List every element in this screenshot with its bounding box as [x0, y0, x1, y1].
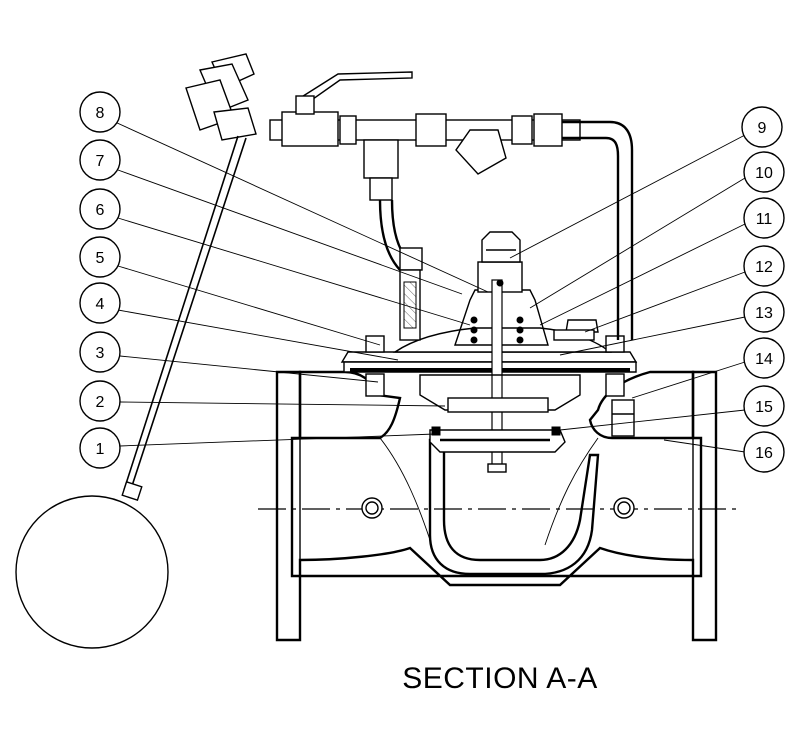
callout-1-label: 1 — [96, 441, 105, 458]
callout-6-label: 6 — [96, 202, 105, 219]
lower-chamber — [419, 374, 581, 411]
callout-11-label: 11 — [756, 211, 773, 228]
callout-4: 4 — [79, 282, 399, 361]
callout-12-label: 12 — [755, 259, 773, 276]
callout-16: 16 — [663, 431, 785, 473]
callout-5: 5 — [79, 236, 381, 346]
callout-8-label: 8 — [96, 105, 105, 122]
body-partition — [428, 438, 600, 576]
pilot-tubing-right — [562, 120, 634, 340]
callout-2-label: 2 — [96, 394, 105, 411]
body-upper-left-wall — [298, 370, 402, 440]
pilot-tubing-left — [378, 199, 401, 271]
callout-9: 9 — [509, 106, 783, 259]
upper-cover — [454, 289, 549, 346]
callout-11: 11 — [539, 197, 785, 326]
float-rod — [129, 137, 247, 493]
cover-plate — [340, 351, 638, 363]
callout-13: 13 — [559, 291, 785, 356]
callout-5-label: 5 — [96, 250, 105, 267]
left-bolt — [365, 373, 385, 397]
callout-7-label: 7 — [96, 153, 105, 170]
callout-15-label: 15 — [755, 399, 773, 416]
ball-valve-handle — [298, 71, 413, 105]
callout-12: 12 — [584, 245, 785, 333]
callout-3-label: 3 — [96, 345, 105, 362]
spring — [470, 279, 524, 344]
right-fitting — [611, 399, 635, 437]
callout-9-label: 9 — [758, 120, 767, 137]
left-plug-icon — [361, 497, 383, 519]
callout-8: 8 — [79, 91, 489, 293]
body-lower-wall — [298, 546, 695, 587]
float-ball-icon — [15, 495, 169, 649]
strainer — [455, 129, 507, 175]
callout-4-label: 4 — [96, 296, 105, 313]
callouts-left: 8 7 6 5 4 — [79, 91, 489, 469]
right-bolt — [605, 373, 625, 397]
callout-13-label: 13 — [755, 305, 773, 322]
section-title: SECTION A-A — [402, 662, 598, 695]
body-upper-right-wall — [588, 370, 695, 440]
callouts-right: 9 10 11 12 13 — [509, 106, 785, 473]
callout-7: 7 — [79, 139, 463, 295]
ball-valve-body — [281, 111, 339, 147]
adjusting-cap — [481, 231, 521, 263]
callout-2: 2 — [79, 380, 446, 422]
pilot-piping — [269, 71, 634, 341]
callout-16-label: 16 — [755, 445, 773, 462]
callout-1: 1 — [79, 427, 436, 469]
left-flange — [275, 370, 302, 642]
callout-15: 15 — [559, 385, 785, 431]
float-assembly — [15, 53, 257, 649]
right-flange — [691, 370, 718, 642]
callout-10-label: 10 — [755, 165, 773, 182]
valve-cover-assembly — [340, 231, 638, 473]
callout-14: 14 — [631, 337, 785, 399]
valve-body — [258, 370, 738, 642]
callout-14-label: 14 — [755, 351, 773, 368]
callout-10: 10 — [529, 151, 785, 309]
callout-6: 6 — [79, 188, 471, 326]
tee-fitting — [363, 139, 399, 179]
callout-3: 3 — [79, 331, 379, 383]
right-plug-icon — [613, 497, 635, 519]
